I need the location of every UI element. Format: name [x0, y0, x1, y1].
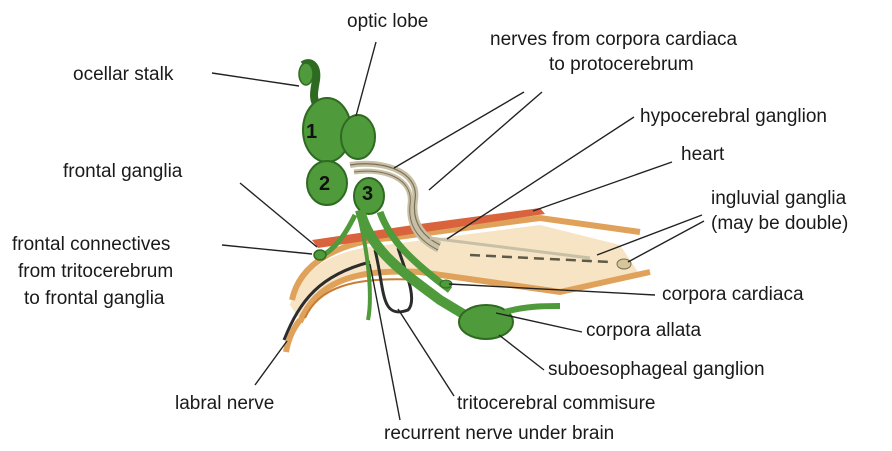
label-heart: heart: [681, 143, 724, 166]
label-suboesophageal-ganglion: suboesophageal ganglion: [548, 358, 765, 381]
label-hypocerebral-ganglion: hypocerebral ganglion: [640, 105, 827, 128]
ganglion-number-1: 1: [306, 121, 317, 143]
label-corpora-cardiaca: corpora cardiaca: [662, 283, 804, 306]
ganglion-number-3: 3: [362, 183, 373, 205]
label-recurrent-nerve: recurrent nerve under brain: [384, 422, 614, 445]
label-labral-nerve: labral nerve: [175, 392, 274, 415]
label-tritocerebral-commisure: tritocerebral commisure: [457, 392, 656, 415]
label-frontal-ganglia: frontal ganglia: [63, 160, 182, 183]
label-frontal-connectives-line3: to frontal ganglia: [24, 287, 165, 310]
label-ingluvial-ganglia-line2: (may be double): [711, 212, 848, 235]
label-nerves-corpora-cardiaca-line2: to protocerebrum: [549, 53, 694, 76]
label-ingluvial-ganglia-line1: ingluvial ganglia: [711, 187, 846, 210]
brain-ganglia: [299, 63, 560, 339]
label-optic-lobe: optic lobe: [347, 10, 428, 33]
label-frontal-connectives-line2: from tritocerebrum: [18, 260, 173, 283]
ganglion-number-2: 2: [319, 173, 330, 195]
label-ocellar-stalk: ocellar stalk: [73, 63, 173, 86]
label-frontal-connectives-line1: frontal connectives: [12, 233, 170, 256]
label-corpora-allata: corpora allata: [586, 319, 701, 342]
label-nerves-corpora-cardiaca-line1: nerves from corpora cardiaca: [490, 28, 737, 51]
